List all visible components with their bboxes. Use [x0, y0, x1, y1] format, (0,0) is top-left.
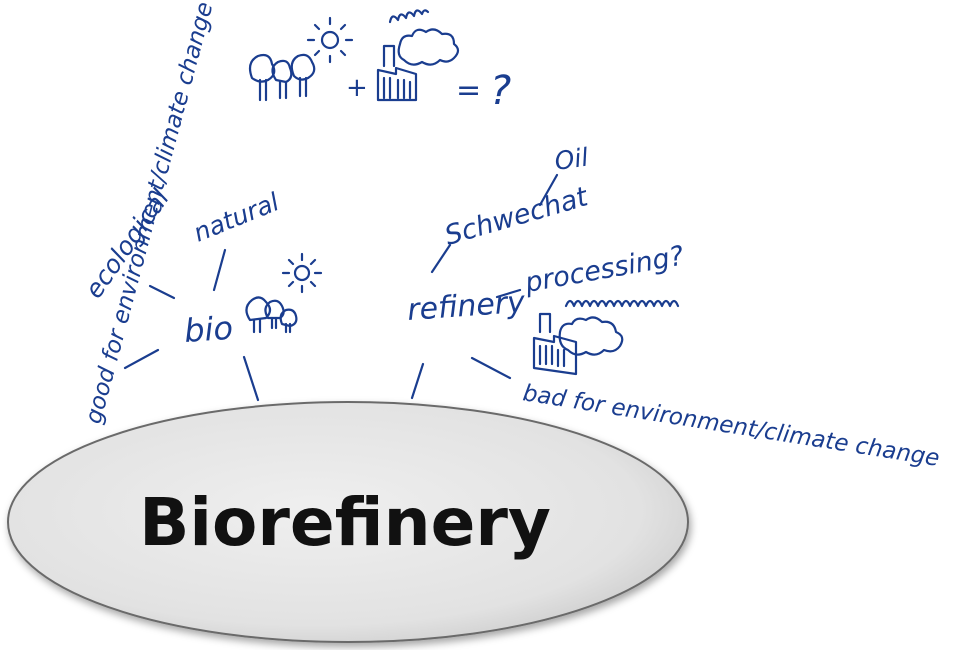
biorefinery-label: Biorefinery [139, 484, 551, 561]
line-refinery-processing [495, 288, 522, 299]
line-bio-natural [212, 248, 227, 292]
factory-icon [532, 312, 578, 376]
sun-icon [306, 16, 354, 64]
oil-label: Oil [553, 143, 590, 176]
natural-label: natural [189, 187, 283, 247]
biorefinery-node: Biorefinery [7, 401, 689, 643]
biorefinery-ellipse [7, 401, 689, 643]
question-mark: ? [490, 68, 511, 114]
line-refinery-center [410, 362, 425, 400]
line-bio-ecological [148, 284, 176, 300]
tree-icon [245, 296, 298, 334]
smoke-cloud-icon [388, 9, 460, 66]
line-schwechat-oil [538, 173, 559, 207]
schwechat-label: Schwechat [441, 181, 592, 252]
tree-icon [248, 53, 316, 102]
sun-icon [281, 252, 323, 294]
bio-label: bio [183, 309, 234, 350]
line-bio-good [123, 348, 160, 370]
equals-sign: = [456, 73, 481, 108]
connectors [123, 173, 559, 402]
factory-icon [376, 44, 418, 102]
processing-label: processing? [522, 241, 686, 300]
line-refinery-bad [470, 356, 512, 380]
line-refinery-schwechat [430, 243, 452, 274]
good-for-environment-label: good for environment/climate change [81, 0, 219, 427]
smoke-cloud-icon [558, 299, 680, 356]
refinery-label: refinery [406, 285, 527, 328]
line-bio-center [242, 355, 260, 402]
plus-sign: + [346, 73, 368, 103]
